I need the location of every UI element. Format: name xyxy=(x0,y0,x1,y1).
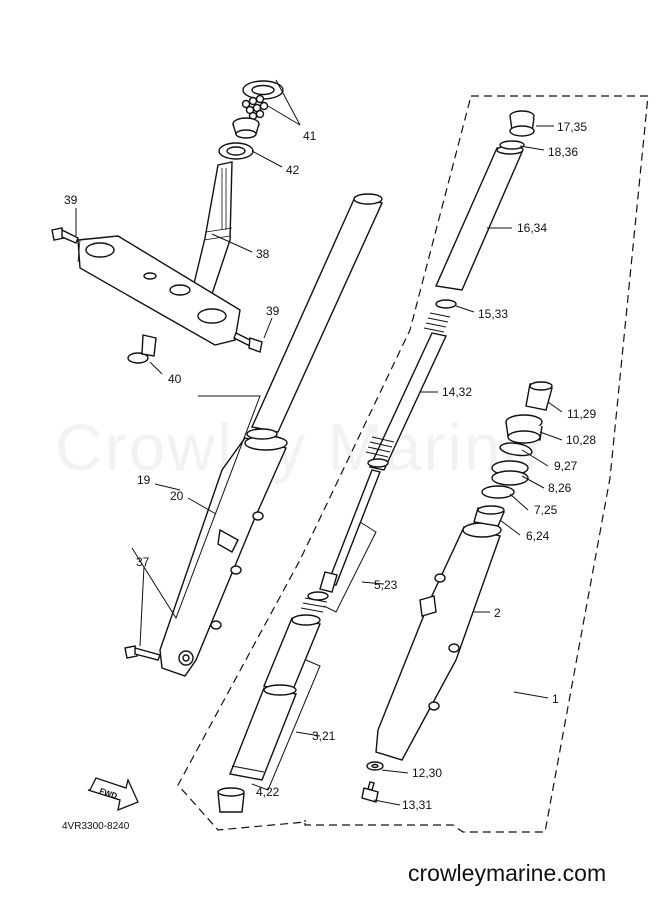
callout-14-32: 14,32 xyxy=(442,385,472,399)
bolt-37 xyxy=(124,645,161,661)
clip-9 xyxy=(499,442,533,457)
diagram-code: 4VR3300-8240 xyxy=(62,821,130,832)
bushing-11 xyxy=(525,381,553,411)
fork-assembly-outline xyxy=(177,95,649,833)
fork-tube-16 xyxy=(434,145,524,291)
callout-20: 20 xyxy=(170,489,184,503)
bolt-39-left xyxy=(51,227,79,244)
footer-site-url: crowleymarine.com xyxy=(408,860,606,886)
callout-9-27: 9,27 xyxy=(554,459,578,473)
fork-spring-upper xyxy=(423,299,457,333)
callout-5-23: 5,23 xyxy=(374,578,398,592)
oil-lock-piece xyxy=(217,787,245,813)
callout-15-33: 15,33 xyxy=(478,307,508,321)
callout-12-30: 12,30 xyxy=(412,766,442,780)
bolt-39-right xyxy=(233,332,263,353)
cap-nut-40 xyxy=(127,334,157,364)
washer-7 xyxy=(481,485,515,499)
callout-39-left: 39 xyxy=(64,193,78,207)
callout-7-25: 7,25 xyxy=(534,503,558,517)
dust-seal-10 xyxy=(505,414,543,444)
cap-bolt-17 xyxy=(509,110,535,137)
outer-tube-right xyxy=(375,522,502,761)
under-bracket xyxy=(77,235,241,346)
cylinder-4 xyxy=(229,684,297,781)
inner-tube xyxy=(250,193,383,433)
callout-37: 37 xyxy=(136,555,150,569)
damper-rod-lower xyxy=(300,469,381,613)
watermark-text: Crowley Marine xyxy=(55,410,541,484)
callout-2: 2 xyxy=(494,606,501,620)
fwd-arrow-icon: FWD xyxy=(87,777,139,812)
callout-19: 19 xyxy=(137,473,151,487)
callout-4-22: 4,22 xyxy=(256,785,280,799)
callout-39-right: 39 xyxy=(266,304,280,318)
bushing-6 xyxy=(473,505,505,527)
outer-tube-left xyxy=(159,428,288,677)
steering-stem xyxy=(189,161,233,301)
callout-10-28: 10,28 xyxy=(566,433,596,447)
callout-13-31: 13,31 xyxy=(402,798,432,812)
o-ring-18 xyxy=(499,140,525,150)
callout-38: 38 xyxy=(256,247,270,261)
callout-17-35: 17,35 xyxy=(557,120,587,134)
callout-16-34: 16,34 xyxy=(517,221,547,235)
callout-11-29: 11,29 xyxy=(567,407,596,421)
callout-8-26: 8,26 xyxy=(548,481,572,495)
cylinder-3 xyxy=(263,614,321,693)
callout-41: 41 xyxy=(303,129,317,143)
callout-42: 42 xyxy=(286,163,300,177)
callout-18-36: 18,36 xyxy=(548,145,578,159)
oil-seal-8 xyxy=(491,460,529,486)
callout-40: 40 xyxy=(168,372,182,386)
gasket-12 xyxy=(366,761,384,771)
bolt-13 xyxy=(361,781,379,803)
bearing-cone xyxy=(232,117,260,139)
damper-rod xyxy=(365,332,448,471)
callout-1: 1 xyxy=(552,692,559,706)
callout-3-21: 3,21 xyxy=(312,729,336,743)
dust-seal-42 xyxy=(218,142,254,160)
callout-6-24: 6,24 xyxy=(526,529,550,543)
bearing-race-top xyxy=(242,80,284,100)
leader-lines xyxy=(75,79,563,806)
bearing-balls xyxy=(241,94,269,121)
